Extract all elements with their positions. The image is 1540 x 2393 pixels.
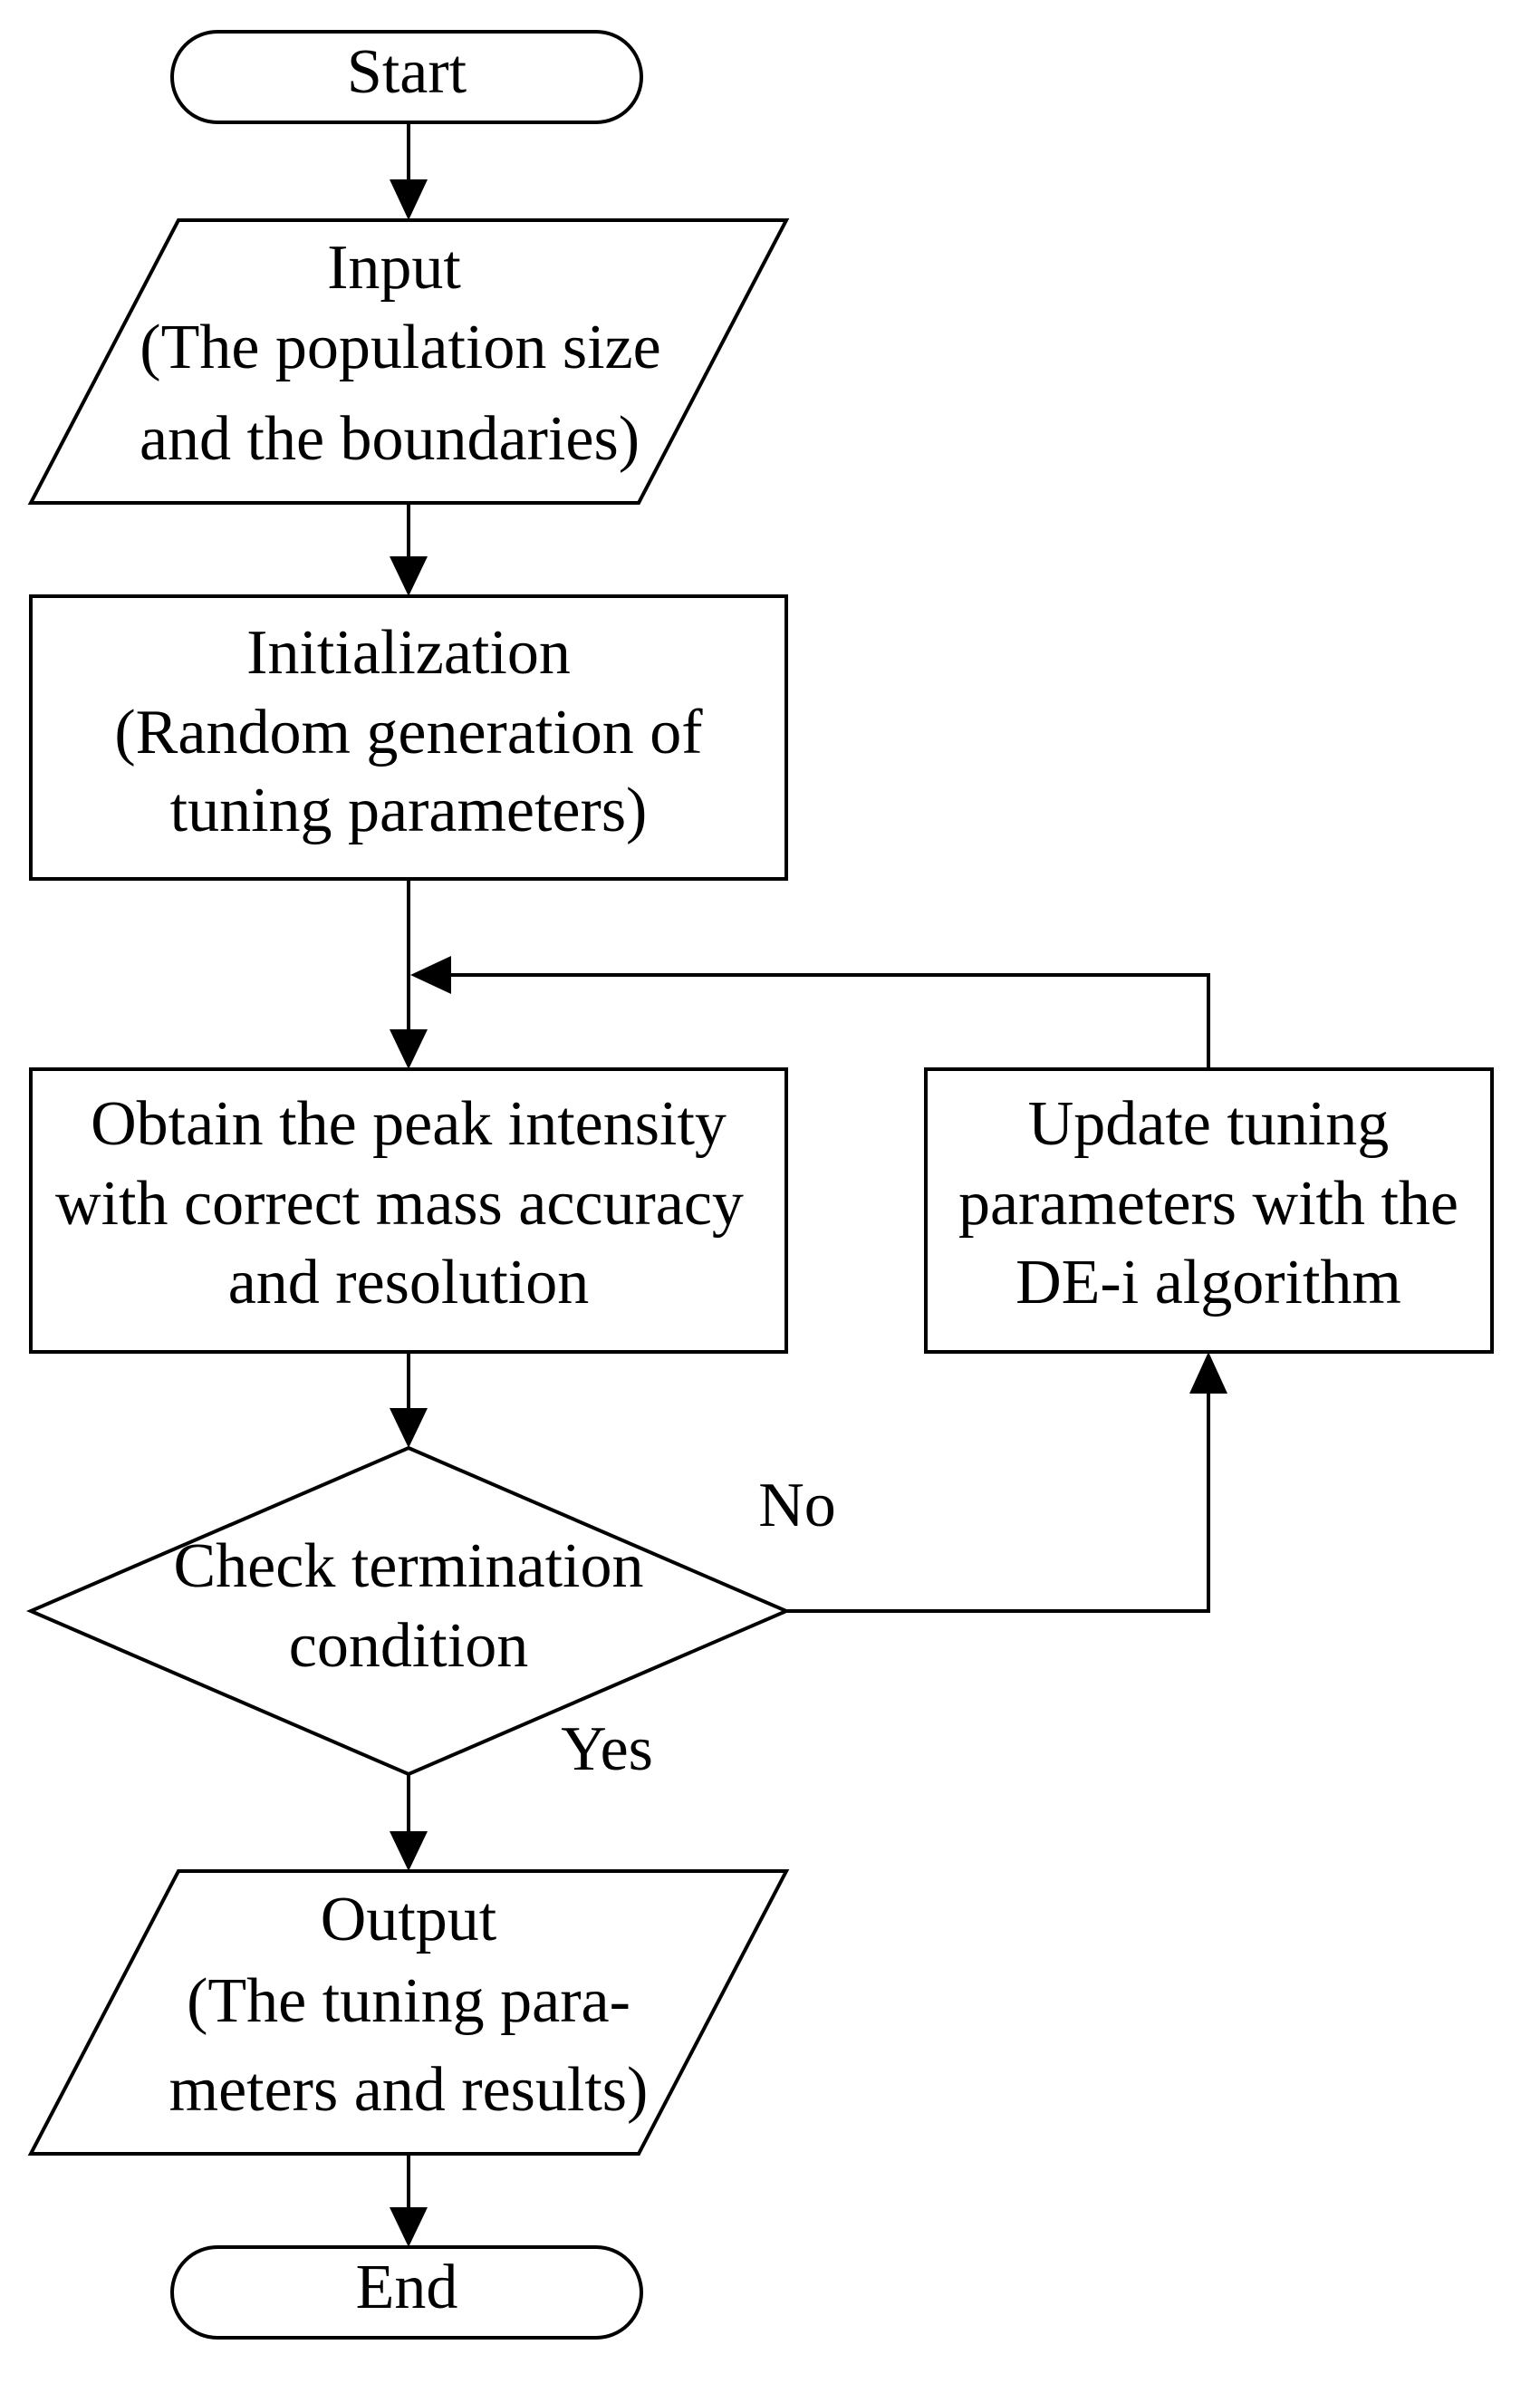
arrow-initialization-to-obtain (390, 879, 428, 1069)
initialization-detail-line-2: tuning parameters) (170, 776, 648, 845)
initialization-detail-line-1: (Random generation of (114, 698, 703, 767)
check-line-2: condition (289, 1611, 528, 1681)
obtain-peak-line-1: Obtain the peak intensity (91, 1089, 727, 1159)
initialization-title: Initialization (246, 618, 571, 688)
check-line-1: Check termination (173, 1531, 643, 1601)
output-detail-line-1: (The tuning para- (187, 1966, 630, 2036)
arrow-input-to-initialization (390, 503, 428, 596)
arrow-obtain-to-check (390, 1352, 428, 1448)
update-line-3: DE-i algorithm (1015, 1248, 1401, 1317)
arrow-check-to-output (390, 1774, 428, 1871)
start-node: Start (170, 30, 643, 124)
update-node: Update tuning parameters with the DE-i a… (924, 1067, 1494, 1354)
obtain-peak-line-3: and resolution (228, 1248, 590, 1317)
input-detail-line-1: (The population size (140, 313, 660, 382)
start-label: Start (347, 37, 467, 107)
check-termination-node: Check termination condition (25, 1445, 792, 1777)
output-detail-line-2: meters and results) (169, 2055, 649, 2125)
initialization-node: Initialization (Random generation of tun… (29, 594, 788, 881)
arrow-check-to-update (786, 1352, 1227, 1613)
edge-label-yes: Yes (561, 1714, 653, 1784)
arrow-update-loop-back (410, 956, 1210, 1069)
edge-label-no: No (758, 1471, 836, 1540)
input-detail-line-2: and the boundaries) (140, 404, 640, 474)
obtain-peak-node: Obtain the peak intensity with correct m… (29, 1067, 788, 1354)
arrow-output-to-end (390, 2154, 428, 2247)
input-node: Input (The population size and the bound… (27, 218, 790, 505)
end-node: End (170, 2245, 643, 2340)
obtain-peak-line-2: with correct mass accuracy (55, 1169, 744, 1239)
end-label: End (356, 2253, 458, 2322)
arrow-start-to-input (390, 122, 428, 220)
input-title: Input (327, 233, 461, 303)
update-line-2: parameters with the (958, 1169, 1458, 1239)
output-title: Output (321, 1885, 497, 1954)
output-node: Output (The tuning para- meters and resu… (27, 1869, 790, 2156)
update-line-1: Update tuning (1028, 1089, 1390, 1159)
